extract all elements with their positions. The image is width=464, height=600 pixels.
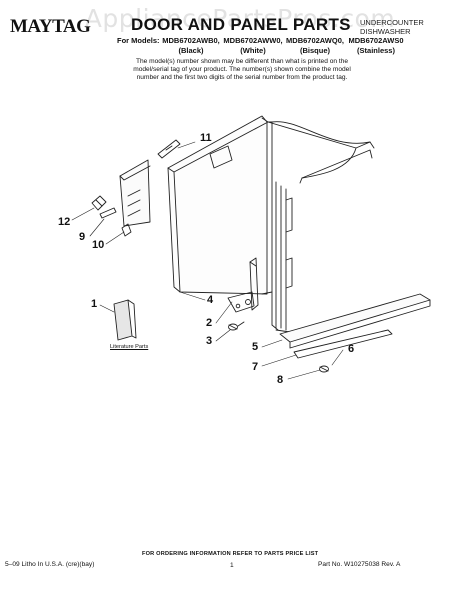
pin-part-9 (99, 207, 117, 219)
handle-trim-part-11 (157, 139, 181, 159)
literature-parts-label: Literature Parts (110, 344, 149, 350)
models-label: For Models: (117, 36, 160, 45)
clip-part-12 (91, 195, 107, 211)
callout-6: 6 (348, 343, 355, 355)
model-number: MDB6702AWS0 (348, 36, 404, 45)
callout-2: 2 (206, 317, 213, 329)
model-color: (Bisque) (300, 46, 330, 55)
product-type-line1: UNDERCOUNTER (360, 18, 424, 27)
model-color: (White) (240, 46, 266, 55)
page-title: DOOR AND PANEL PARTS (131, 15, 351, 34)
callout-3: 3 (206, 335, 213, 347)
callout-8: 8 (277, 374, 284, 386)
bottom-strip-part-7 (293, 329, 393, 359)
callout-10: 10 (92, 239, 105, 251)
model-color: (Stainless) (357, 46, 395, 55)
callout-7: 7 (252, 361, 259, 373)
callout-5: 5 (252, 341, 259, 353)
model-entry-black: MDB6702AWB0, (Black) (160, 36, 222, 56)
model-entry-bisque: MDB6702AWQ0, (Bisque) (284, 36, 346, 56)
model-number: MDB6702AWB0, (162, 36, 220, 45)
model-color: (Black) (178, 46, 204, 55)
callout-12: 12 (58, 216, 71, 228)
model-note-line3: number and the first two digits of the s… (136, 74, 348, 82)
outer-door-assembly (261, 117, 375, 333)
callout-1: 1 (91, 298, 98, 310)
model-note: The model(s) number shown may be differe… (117, 58, 367, 83)
brand-logo: MAYTAG (10, 16, 91, 37)
model-note-line1: The model(s) number shown may be differe… (135, 58, 349, 65)
litho-info: 5–09 Litho In U.S.A. (cre)(bay) (5, 561, 95, 568)
model-note-line2: model/serial tag of your product. The nu… (133, 66, 351, 74)
watermark: AppliancePartsPros.com (84, 4, 396, 33)
callout-4: 4 (207, 294, 214, 306)
screw-part-8 (319, 365, 329, 373)
kick-plate-part-5 (279, 293, 431, 349)
side-bracket (119, 159, 151, 227)
spacer-part-10 (121, 223, 132, 237)
ordering-info: FOR ORDERING INFORMATION REFER TO PARTS … (142, 551, 319, 557)
literature-parts-part-1 (113, 299, 137, 341)
model-entry-white: MDB6702AWW0, (White) (222, 36, 284, 56)
door-panel-part-4 (167, 115, 269, 295)
product-type: UNDERCOUNTER DISHWASHER (360, 18, 456, 36)
model-number: MDB6702AWW0, (223, 36, 283, 45)
part-number: Part No. W10275038 Rev. A (318, 561, 401, 568)
hinge-bracket-part-2 (227, 257, 259, 313)
product-type-line2: DISHWASHER (360, 27, 411, 36)
model-number: MDB6702AWQ0, (286, 36, 344, 45)
callout-11: 11 (200, 132, 212, 144)
screw-part-3 (228, 321, 245, 331)
callout-9: 9 (79, 231, 86, 243)
model-entry-stainless: MDB6702AWS0 (Stainless) (346, 36, 406, 56)
page-number: 1 (230, 562, 234, 569)
